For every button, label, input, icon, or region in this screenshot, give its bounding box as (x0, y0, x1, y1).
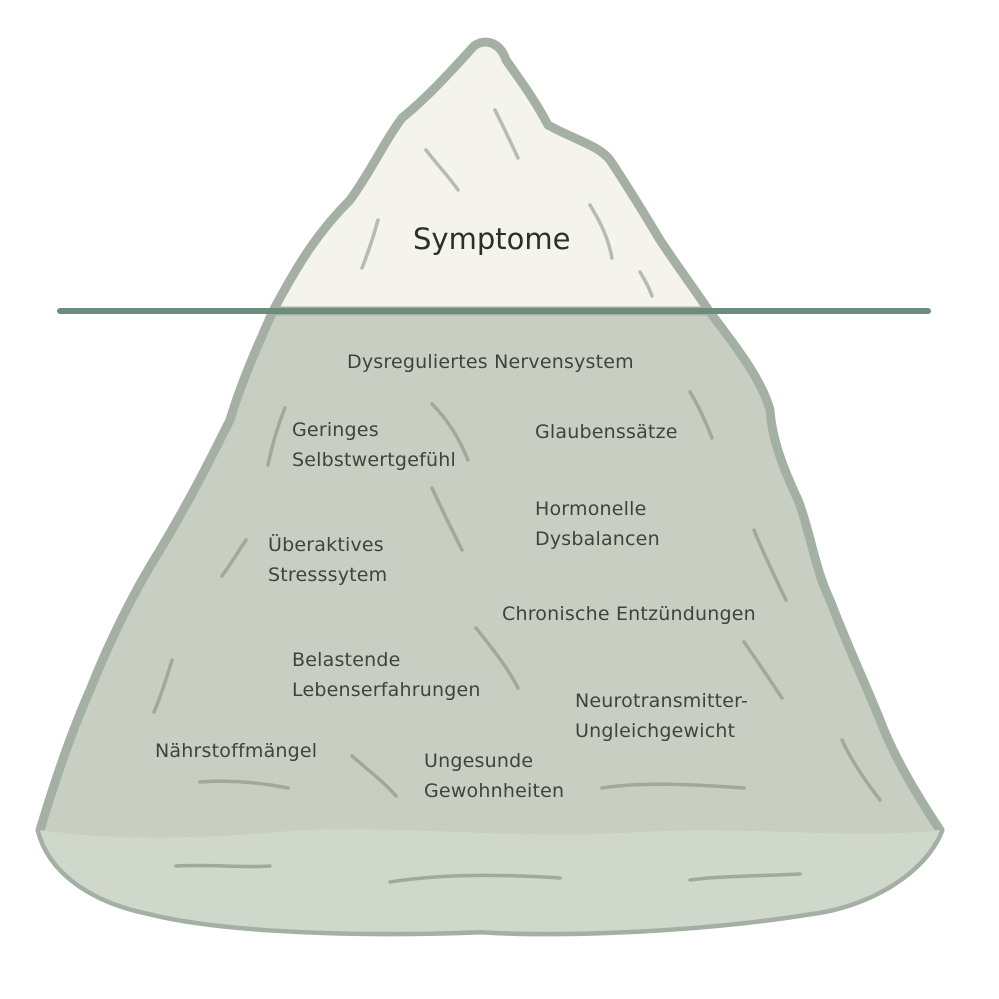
label-line: Geringes (292, 419, 379, 441)
label-chronic-inflammation: Chronische Entzündungen (502, 599, 756, 629)
label-line: Selbstwertgefühl (292, 449, 456, 471)
label-line: Hormonelle (535, 498, 647, 520)
label-beliefs: Glaubenssätze (535, 417, 678, 447)
label-line: Ungleichgewicht (575, 720, 736, 742)
label-line: Neurotransmitter- (575, 690, 749, 712)
label-line: Glaubenssätze (535, 421, 678, 443)
label-line: Überaktives (268, 534, 384, 556)
tip-cracks (360, 108, 654, 298)
label-line: Dysreguliertes Nervensystem (347, 351, 634, 373)
label-nutrient-deficiencies: Nährstoffmängel (155, 736, 317, 766)
label-neurotransmitter-imbalance: Neurotransmitter- Ungleichgewicht (575, 686, 748, 746)
label-dysregulated-nervous-system: Dysreguliertes Nervensystem (347, 347, 634, 377)
label-line: Belastende (292, 649, 401, 671)
label-line: Chronische Entzündungen (502, 603, 756, 625)
label-low-self-worth: Geringes Selbstwertgefühl (292, 415, 456, 475)
label-overactive-stress-system: Überaktives Stresssytem (268, 530, 387, 590)
iceberg-base-water (40, 829, 940, 932)
label-line: Nährstoffmängel (155, 740, 318, 762)
label-hormonal-imbalances: Hormonelle Dysbalancen (535, 494, 660, 554)
label-line: Gewohnheiten (424, 780, 565, 802)
label-unhealthy-habits: Ungesunde Gewohnheiten (424, 746, 564, 806)
label-line: Stresssytem (268, 564, 388, 586)
label-line: Dysbalancen (535, 528, 660, 550)
label-stressful-life-experiences: Belastende Lebenserfahrungen (292, 645, 481, 705)
label-line: Ungesunde (424, 750, 534, 772)
iceberg-tip (268, 37, 714, 316)
symptoms-label: Symptome (413, 222, 571, 256)
label-line: Lebenserfahrungen (292, 679, 481, 701)
body-cracks (152, 390, 882, 884)
